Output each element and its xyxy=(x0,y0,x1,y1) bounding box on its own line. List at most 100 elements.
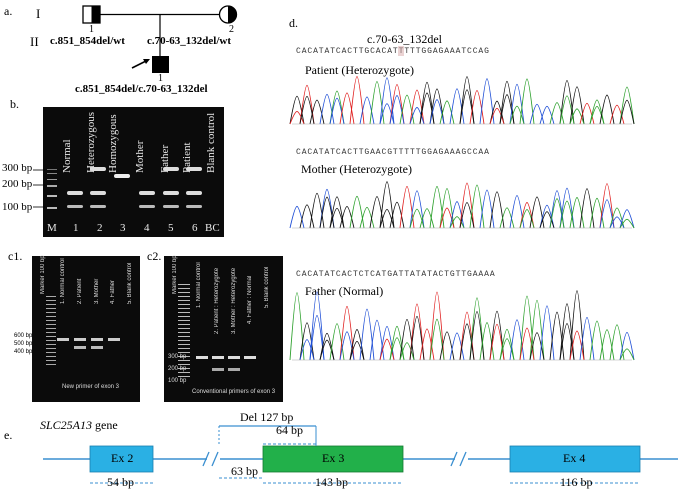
trace-peak xyxy=(359,308,375,361)
panel-b-label: b. xyxy=(10,97,19,111)
trace-peak xyxy=(459,89,475,125)
gel-c1-lane-label: 5. Blank control xyxy=(127,262,133,304)
gel-b-bottom-label: BC xyxy=(205,222,220,234)
gel-c2-lane-label: 2. Patient : Heterozygote xyxy=(214,267,220,334)
trace-peak xyxy=(399,185,415,229)
gel-band xyxy=(67,191,83,195)
gel-c2-lane-label: 4. Father : Normal xyxy=(247,275,253,324)
exon-2-box xyxy=(89,445,154,473)
gel-b-marker-label: 200 bp xyxy=(2,178,33,190)
gel-band xyxy=(228,356,240,359)
trace-peak xyxy=(409,89,425,125)
trace-peak xyxy=(379,181,395,229)
trace-peak xyxy=(569,86,585,125)
ladder-band xyxy=(47,173,57,174)
patient-number: 1 xyxy=(158,73,163,84)
gel-band xyxy=(90,167,106,171)
gel-c1-lane-label: 2. Patient xyxy=(77,278,83,304)
gel-band xyxy=(90,191,106,195)
father-trace xyxy=(289,290,635,361)
trace-peak xyxy=(329,97,345,125)
gel-band xyxy=(91,338,103,341)
trace-peak xyxy=(559,200,575,229)
trace-peak xyxy=(309,315,325,361)
trace-peak xyxy=(529,103,545,125)
trace-peak xyxy=(499,94,515,125)
panel-d-label: d. xyxy=(289,16,298,30)
trace-peak xyxy=(559,80,575,125)
mutation-highlight xyxy=(398,46,404,56)
trace-peak xyxy=(579,102,595,125)
father-symbol-fill xyxy=(91,6,100,23)
trace-peak xyxy=(349,195,365,229)
trace-peak xyxy=(319,332,335,361)
gel-c1-lane-label: 4. Father xyxy=(110,279,116,304)
trace-peak xyxy=(389,95,405,125)
trace-peak xyxy=(599,329,615,361)
gel-c2-lane-label: 5. Blank control xyxy=(264,266,270,308)
trace-peak xyxy=(309,192,325,229)
trace-peak xyxy=(329,207,345,229)
trace-peak xyxy=(319,188,335,229)
gel-b-bottom-label: 4 xyxy=(144,222,150,234)
gel-band xyxy=(228,368,240,371)
trace-peak xyxy=(619,218,635,229)
trace-peak xyxy=(519,78,535,125)
gel-b-marker-ticks xyxy=(33,169,45,208)
trace-peak xyxy=(579,317,595,361)
trace-peak xyxy=(469,184,485,229)
trace-peak xyxy=(519,295,535,361)
trace-peak xyxy=(539,105,555,125)
trace-peak xyxy=(489,323,505,361)
trace-peak xyxy=(429,88,445,125)
trace-peak xyxy=(549,198,565,229)
gel-b-marker-label: 300 bp xyxy=(2,162,33,174)
mutation-label: c.70-63_132del xyxy=(367,32,442,46)
mother-symbol-fill xyxy=(228,6,237,23)
gel-b-lane-label: Blank control xyxy=(205,112,217,173)
gel-b-lane-label: Heterozygous xyxy=(85,111,97,173)
pedigree-chart xyxy=(82,5,238,73)
trace-peak xyxy=(619,86,635,125)
trace-peak xyxy=(559,187,575,229)
gel-c1-marker-label: 400 bp xyxy=(14,349,33,355)
exon-3-box xyxy=(262,445,404,473)
gel-b-bottom-label: 3 xyxy=(120,222,126,234)
exon-4-box xyxy=(509,445,641,473)
trace-peak xyxy=(529,299,545,361)
trace-peak xyxy=(439,188,455,229)
exon-2-label: Ex 2 xyxy=(111,451,134,465)
trace-peak xyxy=(469,90,485,125)
trace-peak xyxy=(439,331,455,361)
trace-peak xyxy=(389,325,405,361)
trace-peak xyxy=(349,340,365,361)
generation-1-label: I xyxy=(36,6,41,21)
gel-band xyxy=(139,205,155,208)
break-mark xyxy=(459,451,467,467)
trace-peak xyxy=(399,94,415,125)
gel-band xyxy=(196,356,208,359)
mother-sequence: CACATATCACTTGAACGTTTTTGGAGAAAGCCAA xyxy=(296,148,490,157)
gel-b-lane-label: Homozygous xyxy=(107,114,119,173)
gel-band xyxy=(74,346,86,349)
proband-arrowhead xyxy=(143,59,150,64)
trace-peak xyxy=(609,207,625,229)
gel-c1: Marker 100 bp 1. Normal control 2. Patie… xyxy=(32,255,140,402)
gel-band xyxy=(244,356,256,359)
length-116-label: 116 bp xyxy=(560,475,593,489)
gel-band xyxy=(108,338,120,341)
trace-peak xyxy=(319,196,335,229)
trace-peak xyxy=(539,305,555,361)
length-63-label: 63 bp xyxy=(231,464,258,478)
trace-peak xyxy=(409,190,425,229)
ladder-band xyxy=(178,284,190,380)
trace-peak xyxy=(369,319,385,361)
trace-peak xyxy=(429,186,445,229)
trace-peak xyxy=(459,76,475,125)
break-mark xyxy=(450,451,458,467)
trace-peak xyxy=(479,322,495,361)
exon-4-label: Ex 4 xyxy=(563,451,586,465)
exon-3-label: Ex 3 xyxy=(322,451,345,465)
gel-band xyxy=(67,205,83,208)
break-mark xyxy=(211,451,219,467)
